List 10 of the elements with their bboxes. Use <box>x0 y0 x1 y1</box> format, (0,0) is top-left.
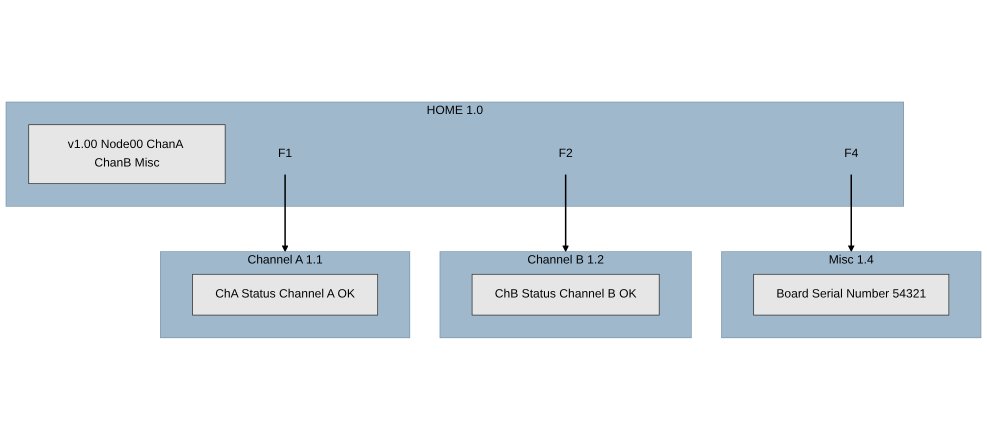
arrow <box>848 174 855 252</box>
node-box: Board Serial Number 54321 <box>753 274 950 316</box>
node-box: ChB Status Channel B OK <box>472 274 660 316</box>
arrow <box>562 174 569 252</box>
node-box: v1.00 Node00 ChanA ChanB Misc <box>28 124 226 184</box>
node-text: F1 <box>278 147 292 160</box>
arrow <box>282 174 288 252</box>
node-text: F4 <box>844 147 858 160</box>
node-box: ChA Status Channel A OK <box>192 274 378 316</box>
node-text: F2 <box>558 147 573 160</box>
